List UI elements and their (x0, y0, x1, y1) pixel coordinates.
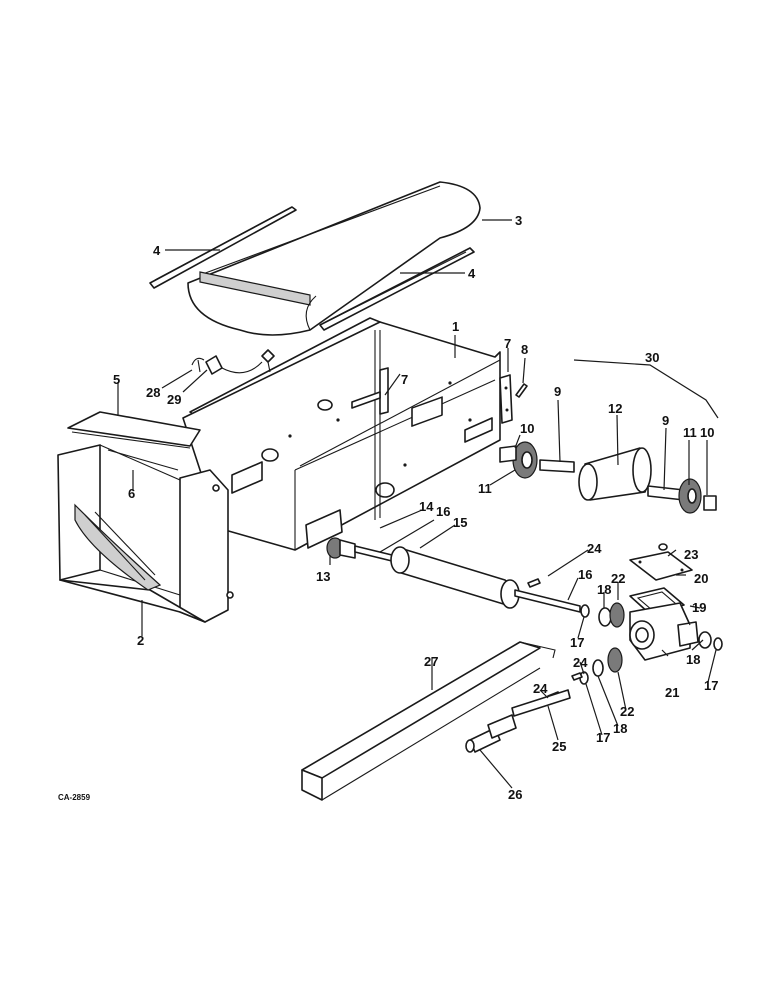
callout-2: 2 (137, 633, 144, 648)
housing-part-2 (57, 444, 234, 623)
roller-part-15 (390, 546, 520, 609)
key-part-24-upper (527, 578, 541, 588)
shaft-part-16 (514, 589, 581, 613)
collar-part-10-left (499, 445, 517, 463)
callout-11-left: 11 (478, 481, 492, 496)
callout-29: 29 (167, 392, 181, 407)
shaft-part-25 (511, 689, 571, 717)
bearing-part-13 (326, 537, 356, 559)
callout-30: 30 (645, 350, 659, 365)
callout-22-upper: 22 (611, 571, 625, 586)
callout-8: 8 (521, 342, 528, 357)
callout-7-right: 7 (504, 336, 511, 351)
key-part-24-lower (571, 672, 583, 681)
chain-part-29 (205, 349, 275, 375)
leader-lines (117, 219, 719, 789)
drawing-code: CA-2859 (58, 793, 91, 802)
callout-10-left: 10 (520, 421, 534, 436)
callout-18-lower: 18 (613, 721, 627, 736)
callout-10-right: 10 (700, 425, 714, 440)
collar-part-10-right (703, 495, 717, 511)
callout-3: 3 (515, 213, 522, 228)
callout-9-right: 9 (662, 413, 669, 428)
bushing-part-18-upper (598, 607, 612, 627)
callout-18-right: 18 (686, 652, 700, 667)
callout-17-upper: 17 (570, 635, 584, 650)
callout-19: 19 (692, 600, 706, 615)
bolt-part-8 (515, 383, 528, 398)
cover-plate-part-5 (67, 411, 201, 449)
bracket-part-7-right (499, 374, 513, 424)
callout-17-right: 17 (704, 678, 718, 693)
roller-part-12 (578, 447, 652, 501)
callout-16-upper: 16 (436, 504, 450, 519)
callout-1: 1 (452, 319, 459, 334)
cover-part-20 (629, 551, 693, 581)
frame-part-1 (182, 317, 501, 551)
callout-16-lower: 16 (578, 567, 592, 582)
panel-part-6 (107, 449, 179, 471)
callout-7-left: 7 (401, 372, 408, 387)
shaft-part-9-left (539, 459, 575, 473)
callout-28: 28 (146, 385, 160, 400)
callout-24-bottom: 24 (533, 681, 548, 696)
callout-labels: 3 4 4 1 7 8 30 5 28 29 7 9 12 9 11 10 10… (113, 213, 718, 802)
bearing-part-11-right (678, 478, 702, 514)
callout-17-lower: 17 (596, 730, 610, 745)
gear-part-22-upper (609, 602, 625, 628)
gearbox-part-21 (629, 602, 699, 661)
belt-part-3 (187, 181, 481, 336)
callout-25: 25 (552, 739, 566, 754)
bushing-part-18-lower (592, 659, 604, 677)
callout-24-top: 24 (587, 541, 602, 556)
callout-22-lower: 22 (620, 704, 634, 719)
callout-24-middle: 24 (573, 655, 588, 670)
universal-joint-part-26 (465, 714, 517, 753)
bushing-part-18-right (698, 631, 712, 649)
callout-20: 20 (694, 571, 708, 586)
callout-27: 27 (424, 654, 438, 669)
bracket-part-7-left (351, 367, 389, 415)
callout-21: 21 (665, 685, 679, 700)
callout-12: 12 (608, 401, 622, 416)
bushing-part-17-right (713, 637, 723, 651)
bearing-part-11-left (512, 441, 538, 479)
channel-part-27 (301, 641, 556, 801)
guide-strip-part-4-lower (319, 247, 475, 331)
guide-strip-part-4-upper (149, 206, 297, 289)
callout-13: 13 (316, 569, 330, 584)
callout-6: 6 (128, 486, 135, 501)
callout-26: 26 (508, 787, 522, 802)
callout-5: 5 (113, 372, 120, 387)
callout-18-upper: 18 (597, 582, 611, 597)
bushing-part-17-upper (580, 604, 590, 618)
callout-14: 14 (419, 499, 434, 514)
callout-9-left: 9 (554, 384, 561, 399)
dowel-part-23 (658, 543, 668, 551)
callout-4-lower: 4 (468, 266, 476, 281)
pin-part-28 (191, 357, 205, 373)
callout-11-right: 11 (683, 425, 697, 440)
callout-4-upper: 4 (153, 243, 161, 258)
callout-15: 15 (453, 515, 467, 530)
gear-part-22-lower (607, 647, 623, 673)
callout-23: 23 (684, 547, 698, 562)
